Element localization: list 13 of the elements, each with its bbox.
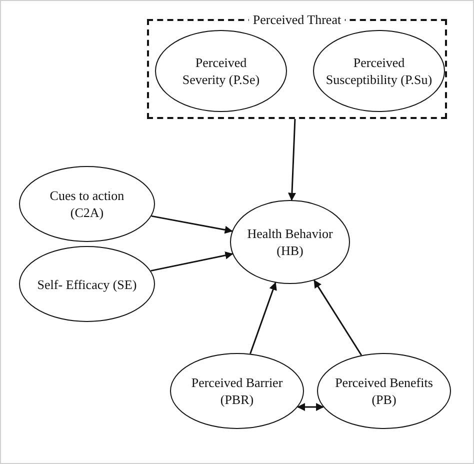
construct-label: Perceived Barrier (PBR) [190, 374, 284, 408]
arrow [296, 403, 324, 411]
arrow [314, 280, 362, 356]
arrow [150, 251, 234, 272]
arrow [250, 282, 277, 354]
construct-label: Perceived Susceptibility (P.Su) [324, 54, 434, 88]
arrow [288, 118, 296, 201]
construct-label: Health Behavior (HB) [246, 225, 334, 259]
construct-label: Perceived Severity (P.Se) [181, 54, 261, 88]
construct-label: Cues to action (C2A) [48, 187, 126, 221]
construct-label: Self- Efficacy (SE) [36, 276, 138, 292]
construct-label: Perceived Benefits (PB) [334, 374, 434, 408]
arrow [151, 215, 233, 234]
